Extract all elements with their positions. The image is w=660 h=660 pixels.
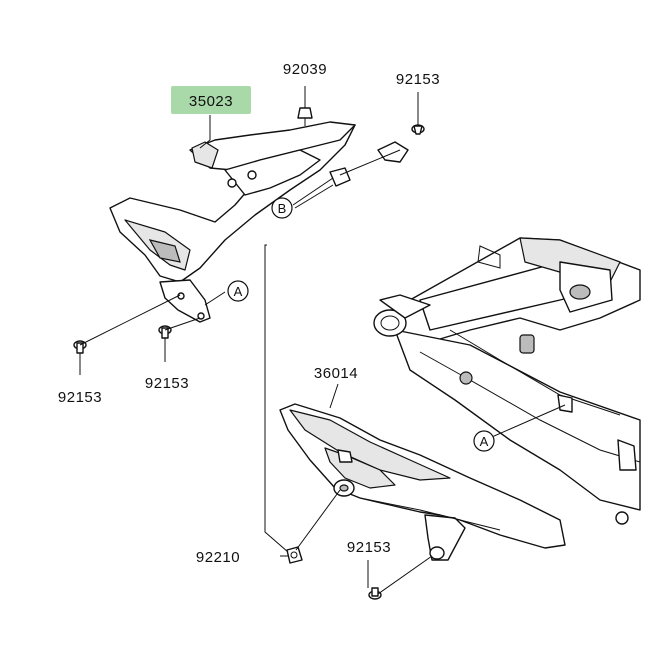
svg-text:A: A bbox=[234, 284, 243, 299]
svg-text:B: B bbox=[278, 201, 287, 216]
bolt-92153-top-right bbox=[411, 124, 425, 135]
rear-fender-part bbox=[109, 121, 409, 323]
label-92153-left-b: 92153 bbox=[145, 375, 189, 392]
bolt-92153-bottom bbox=[368, 587, 382, 600]
ref-b: B bbox=[271, 197, 293, 219]
collar-92210 bbox=[286, 546, 303, 564]
label-36014: 36014 bbox=[314, 365, 358, 382]
highlight-box bbox=[171, 86, 251, 114]
ref-a-lower: A bbox=[473, 430, 495, 452]
label-92210: 92210 bbox=[196, 549, 240, 566]
screw-92039 bbox=[297, 107, 313, 126]
bolt-92153-left-b bbox=[158, 325, 172, 339]
label-92039: 92039 bbox=[283, 61, 327, 78]
svg-text:A: A bbox=[480, 434, 489, 449]
leader-lines bbox=[79, 86, 566, 595]
swing-arm bbox=[373, 237, 641, 525]
label-92153-left-a: 92153 bbox=[58, 389, 102, 406]
label-92153-bottom: 92153 bbox=[347, 539, 391, 556]
ref-a-upper: A bbox=[227, 280, 249, 302]
chain-cover-part bbox=[279, 403, 566, 561]
label-92153-top-right: 92153 bbox=[396, 71, 440, 88]
label-35023: 35023 bbox=[189, 93, 233, 110]
